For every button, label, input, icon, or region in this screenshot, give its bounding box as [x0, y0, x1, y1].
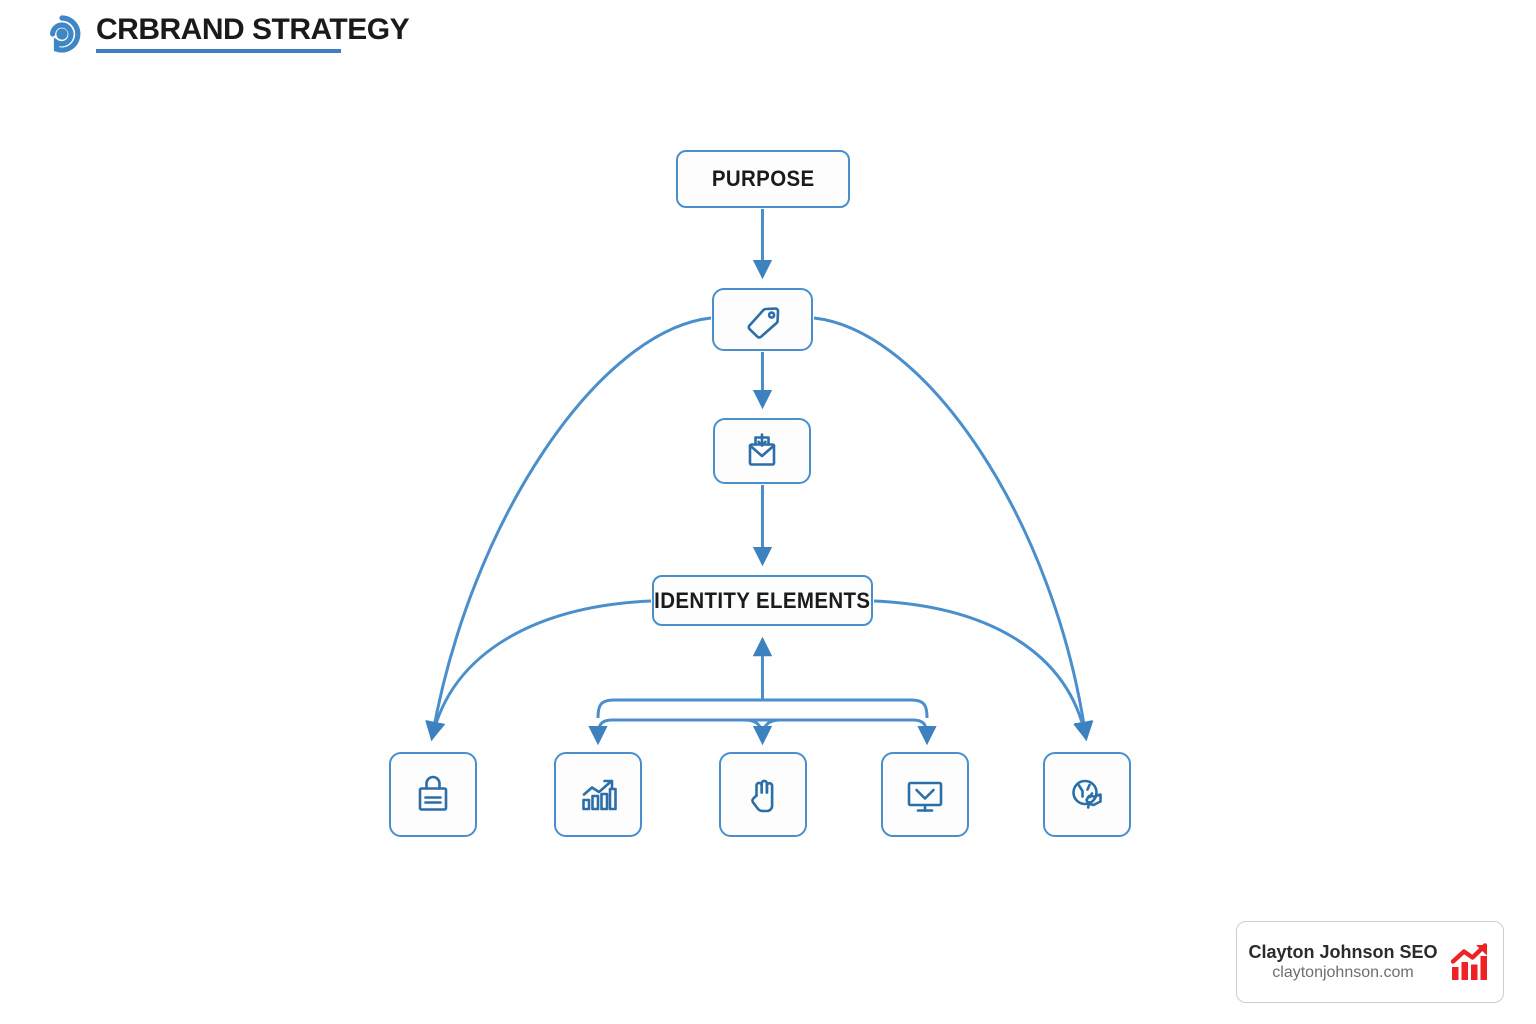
node-megaphone[interactable] — [1043, 752, 1131, 837]
hand-icon — [741, 772, 785, 818]
attribution-badge[interactable]: Clayton Johnson SEO claytonjohnson.com — [1236, 921, 1504, 1003]
edge-monitor-up-elbow — [762, 698, 929, 719]
brand-wordmark: CRBRAND STRATEGY — [96, 13, 410, 46]
node-brand-tag[interactable] — [712, 288, 813, 351]
node-identity-elements[interactable]: IDENTITY ELEMENTS — [652, 575, 873, 626]
monitor-check-icon — [901, 773, 949, 817]
edge-identity-down-center-left — [744, 718, 764, 739]
shopping-bag-icon — [410, 772, 456, 818]
node-growth-chart[interactable] — [554, 752, 642, 837]
node-monitor[interactable] — [881, 752, 969, 837]
node-identity-elements-label: IDENTITY ELEMENTS — [654, 587, 871, 613]
brand-wordmark-wrap: CRBRAND STRATEGY — [96, 13, 410, 53]
node-purpose-label: PURPOSE — [711, 166, 815, 191]
brand-header: CRBRAND STRATEGY — [40, 12, 410, 56]
red-growth-chart-icon — [1450, 943, 1492, 981]
brand-underline-divider — [96, 49, 341, 53]
globe-megaphone-icon — [1064, 772, 1110, 818]
edge-tag-to-megaphone — [813, 316, 1094, 742]
edge-growth-up-elbow — [596, 698, 763, 719]
node-shopping-bag[interactable] — [389, 752, 477, 837]
circle-dot-logo-icon — [40, 12, 84, 56]
edge-identity-to-bag — [426, 599, 652, 742]
node-envelope[interactable] — [713, 418, 811, 484]
growth-chart-icon — [575, 772, 621, 818]
edge-identity-down-bus-right — [912, 718, 929, 739]
node-hand[interactable] — [719, 752, 807, 837]
node-purpose[interactable]: PURPOSE — [676, 150, 850, 208]
attribution-text: Clayton Johnson SEO claytonjohnson.com — [1248, 941, 1437, 984]
edge-identity-down-center-right — [761, 718, 781, 739]
attribution-title: Clayton Johnson SEO — [1248, 941, 1438, 962]
edge-identity-to-megaphone — [873, 599, 1093, 742]
attribution-url: claytonjohnson.com — [1272, 964, 1414, 982]
edge-tag-to-bag — [425, 316, 712, 742]
price-tag-icon — [740, 298, 786, 342]
envelope-open-icon — [741, 430, 783, 472]
edge-identity-down-bus — [596, 718, 613, 739]
